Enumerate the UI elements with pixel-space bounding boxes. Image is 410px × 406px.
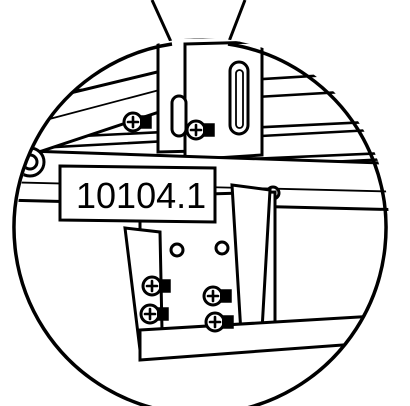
phillips-screw-icon (139, 303, 170, 325)
phillips-screw-icon (185, 119, 216, 141)
phillips-screw-icon (122, 111, 153, 133)
upper-bracket (156, 38, 264, 162)
part-number-label: 10104.1 (76, 175, 206, 216)
callout-connector (150, 0, 247, 45)
magnifier-circle (12, 42, 388, 406)
part-label-plate: 10104.1 (58, 164, 217, 224)
phillips-screw-icon (202, 285, 233, 307)
phillips-screw-icon (141, 275, 172, 297)
phillips-screw-icon (204, 311, 235, 333)
